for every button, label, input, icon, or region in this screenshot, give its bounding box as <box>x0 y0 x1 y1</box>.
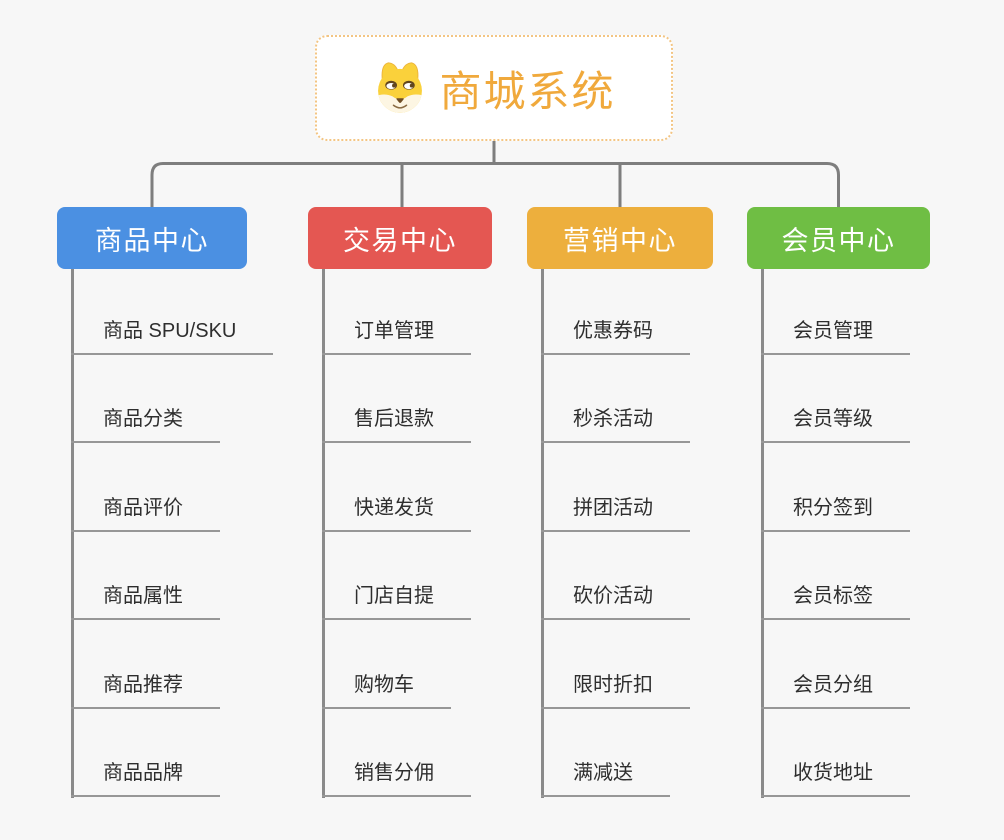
root-node[interactable]: 商城系统 <box>315 35 673 141</box>
subtopic[interactable]: 订单管理 <box>322 318 471 355</box>
subtopic[interactable]: 商品推荐 <box>71 672 220 709</box>
branch-trunk-line-4 <box>761 269 764 798</box>
subtopic[interactable]: 商品分类 <box>71 406 220 443</box>
subtopic[interactable]: 砍价活动 <box>541 583 690 620</box>
subtopic[interactable]: 门店自提 <box>322 583 471 620</box>
branch-node-trade-center[interactable]: 交易中心 <box>308 207 492 269</box>
branch-trunk-line-3 <box>541 269 544 798</box>
branch-trunk-line-1 <box>71 269 74 798</box>
subtopic[interactable]: 会员标签 <box>761 583 910 620</box>
subtopic[interactable]: 商品 SPU/SKU <box>71 318 274 355</box>
subtopic[interactable]: 积分签到 <box>761 495 910 532</box>
subtopic[interactable]: 优惠券码 <box>541 318 690 355</box>
main-horizontal-line <box>150 162 840 210</box>
subtopic[interactable]: 购物车 <box>322 672 451 709</box>
subtopic[interactable]: 快递发货 <box>322 495 471 532</box>
subtopic[interactable]: 会员管理 <box>761 318 910 355</box>
subtopic[interactable]: 收货地址 <box>761 760 910 797</box>
subtopic[interactable]: 商品评价 <box>71 495 220 532</box>
root-title: 商城系统 <box>439 67 616 115</box>
subtopic[interactable]: 秒杀活动 <box>541 406 690 443</box>
subtopic[interactable]: 限时折扣 <box>541 672 690 709</box>
subtopic[interactable]: 满减送 <box>541 760 670 797</box>
subtopic[interactable]: 商品属性 <box>71 583 220 620</box>
doge-icon <box>378 62 423 113</box>
subtopic[interactable]: 商品品牌 <box>71 760 220 797</box>
subtopic[interactable]: 拼团活动 <box>541 495 690 532</box>
subtopic[interactable]: 会员等级 <box>761 406 910 443</box>
subtopic[interactable]: 会员分组 <box>761 672 910 709</box>
branch-node-marketing-center[interactable]: 营销中心 <box>527 207 713 269</box>
branch-node-product-center[interactable]: 商品中心 <box>57 207 247 269</box>
branch-node-member-center[interactable]: 会员中心 <box>747 207 930 269</box>
subtopic[interactable]: 售后退款 <box>322 406 471 443</box>
branch-trunk-line-2 <box>322 269 325 798</box>
subtopic[interactable]: 销售分佣 <box>322 760 471 797</box>
